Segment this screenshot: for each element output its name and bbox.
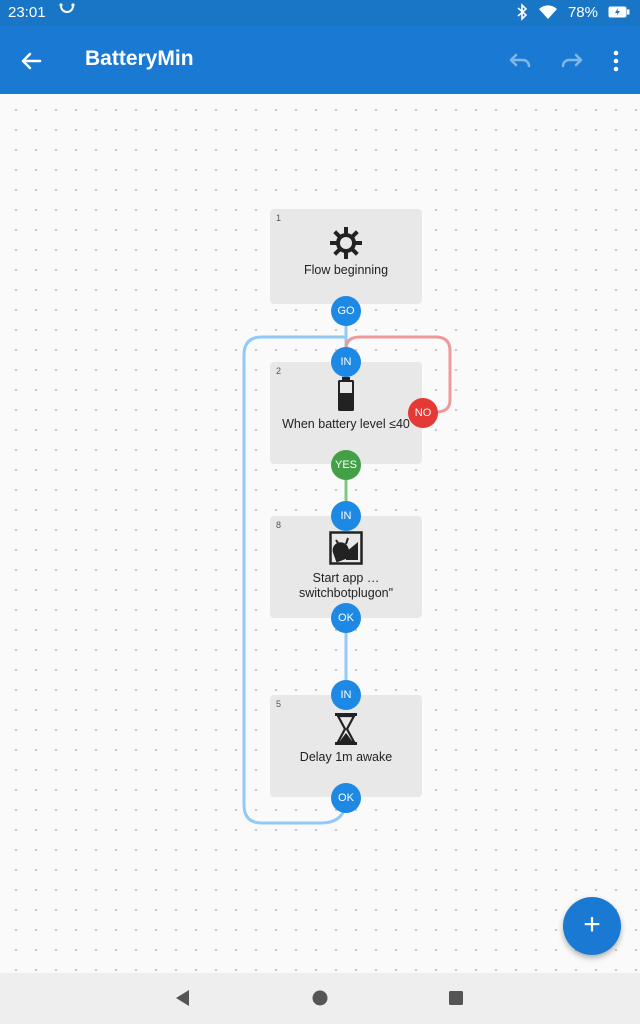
- block-number: 8: [276, 520, 282, 530]
- gear-icon: [330, 227, 362, 259]
- add-block-button[interactable]: +: [563, 897, 621, 955]
- connection-no: [344, 335, 452, 414]
- block-number: 5: [276, 699, 282, 709]
- back-arrow-icon[interactable]: [16, 46, 46, 76]
- back-triangle-icon[interactable]: [172, 987, 194, 1009]
- status-bar: 23:01 78%: [0, 0, 640, 26]
- android-app-icon: [329, 531, 363, 565]
- recents-square-icon[interactable]: [445, 987, 467, 1009]
- flow-block-battery-condition[interactable]: 2 When battery level ≤40: [270, 362, 422, 464]
- loop-connection: [242, 335, 348, 825]
- block-number: 2: [276, 366, 282, 376]
- battery-icon: [338, 377, 354, 411]
- status-time: 23:01: [8, 4, 46, 21]
- port-ok[interactable]: OK: [331, 783, 361, 813]
- block-label: Flow beginning: [303, 263, 389, 277]
- undo-icon[interactable]: [505, 48, 535, 74]
- bluetooth-icon: [517, 3, 528, 21]
- battery-percent: 78%: [567, 3, 598, 21]
- flow-canvas[interactable]: 1 Flow beginning GO 2 When battery level…: [0, 94, 640, 973]
- status-icons: 78%: [516, 3, 630, 21]
- sync-icon: [59, 3, 75, 13]
- hourglass-icon: [335, 713, 357, 745]
- block-label: Start app … switchbotplugon": [298, 571, 394, 600]
- port-go[interactable]: GO: [331, 296, 361, 326]
- port-in[interactable]: IN: [331, 501, 361, 531]
- wifi-icon: [538, 5, 557, 19]
- system-nav-bar: [0, 973, 640, 1024]
- block-label: Delay 1m awake: [299, 750, 393, 764]
- port-yes[interactable]: YES: [331, 450, 361, 480]
- port-no[interactable]: NO: [408, 398, 438, 428]
- redo-icon[interactable]: [557, 48, 587, 74]
- block-label: When battery level ≤40: [282, 417, 410, 431]
- flow-block-start-app[interactable]: 8 Start app … switchbotplugon": [270, 516, 422, 618]
- port-ok[interactable]: OK: [331, 603, 361, 633]
- block-number: 1: [276, 213, 282, 223]
- page-title: BatteryMin: [85, 47, 194, 70]
- home-circle-icon[interactable]: [309, 987, 331, 1009]
- flow-block-delay[interactable]: 5 Delay 1m awake: [270, 695, 422, 797]
- app-bar: BatteryMin: [0, 26, 640, 94]
- battery-icon: [608, 6, 630, 18]
- port-in[interactable]: IN: [331, 680, 361, 710]
- flow-connections: [242, 324, 452, 825]
- port-in[interactable]: IN: [331, 347, 361, 377]
- flow-block-beginning[interactable]: 1 Flow beginning: [270, 209, 422, 304]
- more-vert-icon[interactable]: [606, 48, 626, 74]
